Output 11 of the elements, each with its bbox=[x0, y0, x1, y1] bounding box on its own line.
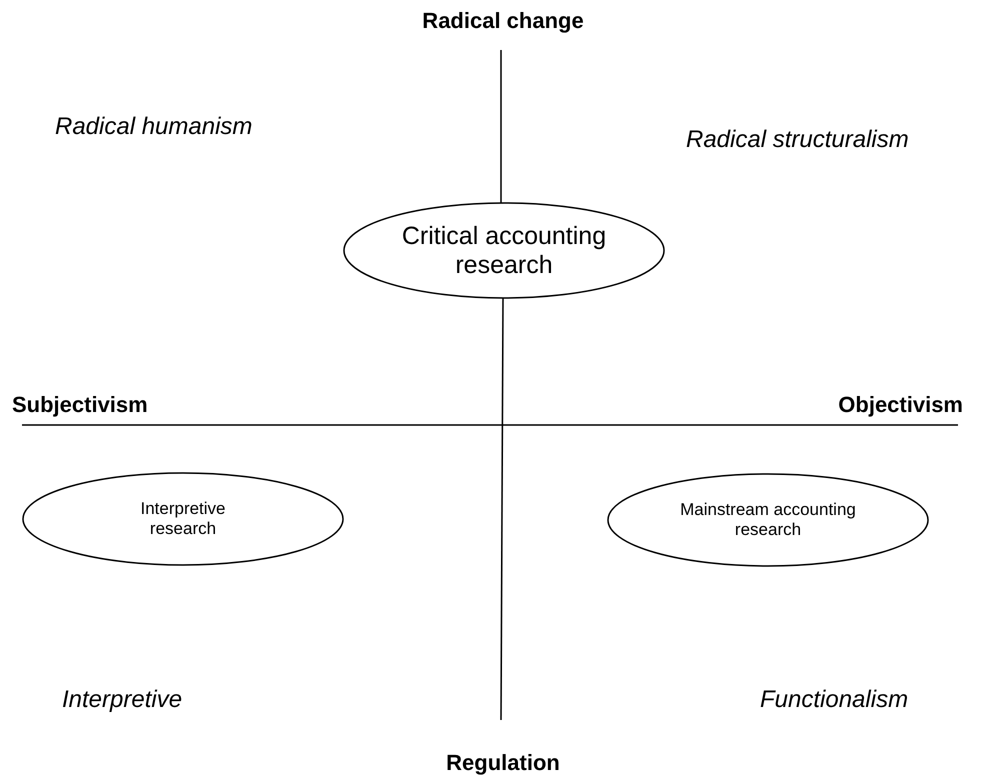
axis-label: Subjectivism bbox=[12, 392, 148, 418]
axis-label: Regulation bbox=[446, 750, 560, 776]
node-text: Mainstream accounting research bbox=[679, 500, 857, 540]
quadrant-label: Radical structuralism bbox=[686, 126, 909, 154]
quadrant-label: Functionalism bbox=[760, 686, 908, 714]
node-text: Critical accounting research bbox=[400, 222, 608, 280]
axis-label: Objectivism bbox=[838, 392, 963, 418]
node-text: Interpretive research bbox=[139, 499, 227, 539]
quadrant-label: Radical humanism bbox=[55, 113, 252, 141]
axis-label: Radical change bbox=[422, 8, 584, 34]
quadrant-label: Interpretive bbox=[62, 686, 182, 714]
